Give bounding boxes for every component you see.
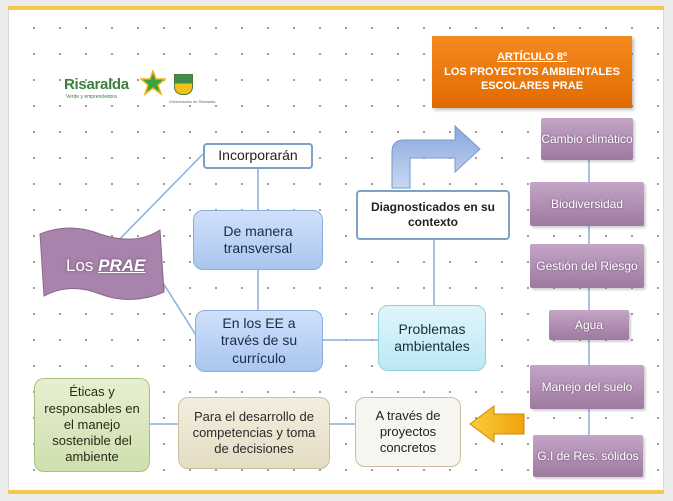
prae-title: Los PRAE (66, 256, 146, 275)
node-proyectos: A través de proyectos concretos (355, 397, 461, 467)
topic-cambio-climatico: Cambio climático (541, 118, 633, 160)
node-ee-curriculo: En los EE a través de su currículo (195, 310, 323, 372)
left-arrow (469, 405, 525, 443)
top-stripe (8, 6, 664, 10)
node-diagnosticados: Diagnosticados en su contexto (356, 190, 510, 240)
topic-gi-residuos: G.I de Res. sólidos (533, 435, 643, 477)
node-problemas: Problemas ambientales (378, 305, 486, 371)
node-eticos: Éticas y responsables en el manejo soste… (34, 378, 150, 472)
article-header: ARTÍCULO 8º LOS PROYECTOS AMBIENTALES ES… (432, 36, 632, 108)
topic-gestion-riesgo: Gestión del Riesgo (530, 244, 644, 288)
logo-tagline: Verde y emprendedora (66, 94, 117, 100)
node-desarrollo: Para el desarrollo de competencias y tom… (178, 397, 330, 469)
bent-up-arrow (391, 124, 481, 189)
node-transversal: De manera transversal (193, 210, 323, 270)
topic-biodiversidad: Biodiversidad (530, 182, 644, 226)
link-prae-ee (159, 277, 200, 341)
header-line1: ARTÍCULO 8º (496, 50, 568, 63)
star-logo-icon (140, 70, 166, 96)
header-line3: ESCOLARES PRAE (480, 80, 584, 93)
prae-banner (39, 227, 165, 301)
coat-of-arms-icon (174, 74, 193, 95)
node-incorporaran: Incorporarán (203, 143, 313, 169)
shield-caption: Gobernación de Risaralda (169, 99, 216, 104)
topic-manejo-suelo: Manejo del suelo (530, 365, 644, 409)
link-prae-incorporaran (111, 153, 204, 248)
header-line2: LOS PROYECTOS AMBIENTALES (444, 65, 620, 78)
logo-risaralda: Risaralda (64, 76, 129, 93)
topic-agua: Agua (549, 310, 629, 340)
bottom-stripe (8, 490, 664, 494)
